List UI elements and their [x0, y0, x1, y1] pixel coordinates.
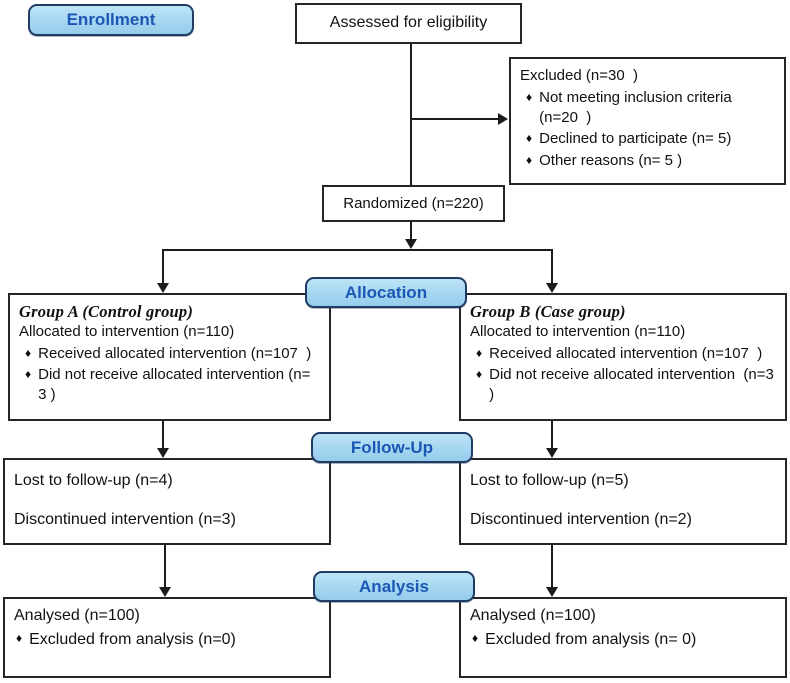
excluded-item-text: Declined to participate (n= 5)	[539, 130, 732, 148]
group-a-subtitle: Allocated to intervention (n=110)	[19, 322, 235, 340]
randomized-box: Randomized (n=220)	[322, 185, 505, 222]
excluded-item: ♦ Not meeting inclusion criteria (n=20 )	[526, 88, 775, 128]
followup-b-box: Lost to follow-up (n=5) Discontinued int…	[459, 458, 787, 545]
connector-followupa-analysis	[164, 545, 166, 588]
excluded-item-text: Not meeting inclusion criteria (n=20 )	[539, 88, 732, 126]
analysis-stage-text: Analysis	[359, 576, 429, 596]
enrollment-stage-label: Enrollment	[28, 4, 194, 36]
diamond-bullet-icon: ♦	[16, 630, 23, 645]
group-a-item-text: Did not receive allocated intervention (…	[38, 366, 315, 404]
followup-stage-text: Follow-Up	[350, 437, 434, 457]
connector-split-left	[162, 249, 164, 285]
assessed-box: Assessed for eligibility	[295, 3, 522, 44]
connector-randomized-split	[410, 221, 412, 241]
randomized-text: Randomized (n=220)	[343, 194, 484, 212]
connector-assessed-randomized	[410, 43, 412, 185]
group-a-item: ♦ Received allocated intervention (n=107…	[25, 344, 320, 364]
connector-split-right	[551, 249, 553, 285]
group-a-item-text: Received allocated intervention (n=107 )	[38, 344, 312, 362]
arrow-down-icon	[546, 283, 558, 293]
followup-a-box: Lost to follow-up (n=4) Discontinued int…	[3, 458, 331, 545]
group-a-box: Group A (Control group) Allocated to int…	[8, 293, 331, 421]
connector-groupb-followup	[551, 421, 553, 450]
analysis-a-item-text: Excluded from analysis (n=0)	[29, 630, 236, 648]
arrow-down-icon	[546, 448, 558, 458]
group-a-title: Group A (Control group)	[19, 302, 194, 321]
followup-a-line2: Discontinued intervention (n=3)	[14, 510, 236, 528]
assessed-text: Assessed for eligibility	[329, 14, 488, 32]
analysis-b-item-text: Excluded from analysis (n= 0)	[485, 630, 697, 648]
diamond-bullet-icon: ♦	[526, 131, 533, 146]
group-b-item: ♦ Did not receive allocated intervention…	[476, 365, 776, 405]
group-b-item: ♦ Received allocated intervention (n=107…	[476, 344, 776, 364]
followup-b-line2: Discontinued intervention (n=2)	[470, 510, 692, 528]
arrow-down-icon	[159, 587, 171, 597]
arrow-right-icon	[498, 113, 508, 125]
excluded-item: ♦ Declined to participate (n= 5)	[526, 129, 775, 149]
analysis-a-box: Analysed (n=100) ♦ Excluded from analysi…	[3, 597, 331, 678]
group-a-item: ♦ Did not receive allocated intervention…	[25, 365, 320, 405]
diamond-bullet-icon: ♦	[25, 345, 32, 360]
excluded-item: ♦ Other reasons (n= 5 )	[526, 151, 775, 171]
analysis-stage-label: Analysis	[313, 571, 475, 602]
excluded-title: Excluded (n=30 )	[520, 67, 638, 84]
group-b-item-text: Did not receive allocated intervention (…	[489, 366, 779, 404]
excluded-item-text: Other reasons (n= 5 )	[539, 152, 683, 170]
analysis-b-item: ♦ Excluded from analysis (n= 0)	[472, 629, 776, 650]
followup-a-line1: Lost to follow-up (n=4)	[14, 472, 173, 489]
diamond-bullet-icon: ♦	[526, 89, 533, 104]
followup-stage-label: Follow-Up	[311, 432, 473, 463]
diamond-bullet-icon: ♦	[25, 367, 32, 382]
analysis-b-box: Analysed (n=100) ♦ Excluded from analysi…	[459, 597, 787, 678]
diamond-bullet-icon: ♦	[476, 367, 483, 382]
arrow-down-icon	[405, 239, 417, 249]
analysis-a-item: ♦ Excluded from analysis (n=0)	[16, 629, 320, 650]
analysis-a-title: Analysed (n=100)	[14, 607, 140, 624]
arrow-down-icon	[546, 587, 558, 597]
allocation-stage-text: Allocation	[344, 282, 428, 302]
arrow-down-icon	[157, 283, 169, 293]
connector-to-excluded	[411, 118, 499, 120]
group-b-subtitle: Allocated to intervention (n=110)	[470, 322, 686, 340]
diamond-bullet-icon: ♦	[476, 345, 483, 360]
group-b-item-text: Received allocated intervention (n=107 )	[489, 344, 763, 362]
diamond-bullet-icon: ♦	[472, 630, 479, 645]
enrollment-stage-text: Enrollment	[66, 10, 156, 29]
arrow-down-icon	[157, 448, 169, 458]
group-b-title: Group B (Case group)	[470, 302, 626, 321]
allocation-stage-label: Allocation	[305, 277, 467, 308]
diamond-bullet-icon: ♦	[526, 153, 533, 168]
followup-b-line1: Lost to follow-up (n=5)	[470, 472, 629, 489]
connector-split-horizontal	[162, 249, 553, 251]
analysis-b-title: Analysed (n=100)	[470, 607, 596, 624]
group-b-box: Group B (Case group) Allocated to interv…	[459, 293, 787, 421]
connector-followupb-analysis	[551, 545, 553, 588]
excluded-box: Excluded (n=30 ) ♦ Not meeting inclusion…	[509, 57, 786, 185]
connector-groupa-followup	[162, 421, 164, 450]
